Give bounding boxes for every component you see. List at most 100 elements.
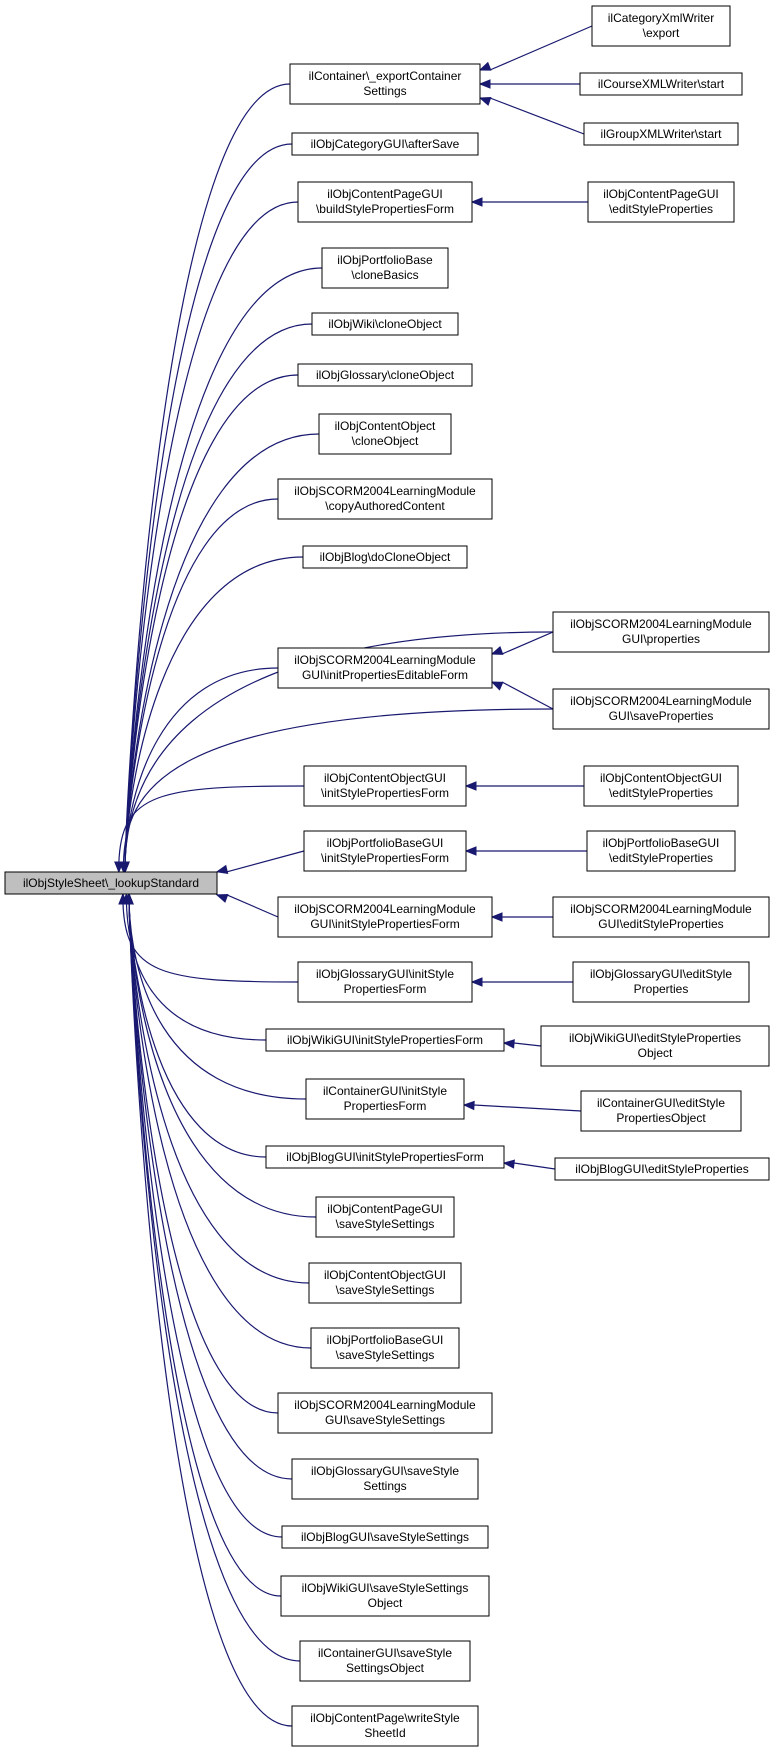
- node-label: \initStylePropertiesForm: [321, 851, 449, 865]
- node-label: \buildStylePropertiesForm: [316, 202, 454, 216]
- node-r5[interactable]: ilObjSCORM2004LearningModule GUI\propert…: [552, 611, 770, 653]
- node-label: ilGroupXMLWriter\start: [601, 127, 723, 141]
- edge-c19-root: [128, 901, 310, 1284]
- node-c8[interactable]: ilObjSCORM2004LearningModule \copyAuthor…: [277, 478, 493, 520]
- node-r11[interactable]: ilObjWikiGUI\editStyleProperties Object: [540, 1025, 770, 1067]
- node-r1[interactable]: ilCategoryXmlWriter \export: [591, 5, 731, 47]
- node-c10[interactable]: ilObjSCORM2004LearningModule GUI\initPro…: [277, 647, 493, 689]
- node-label: ilObjContentObjectGUI: [600, 771, 722, 785]
- edge-c9-root: [124, 556, 304, 865]
- node-label: ilObjSCORM2004LearningModule: [570, 902, 752, 916]
- node-label: \editStyleProperties: [609, 786, 713, 800]
- node-label: ilContainer\_exportContainer: [309, 69, 462, 83]
- node-label: ilObjBlogGUI\editStyleProperties: [575, 1162, 748, 1176]
- node-c15[interactable]: ilObjWikiGUI\initStylePropertiesForm: [265, 1028, 505, 1052]
- node-c26[interactable]: ilObjContentPage\writeStyle SheetId: [291, 1705, 479, 1747]
- node-c14[interactable]: ilObjGlossaryGUI\initStyle PropertiesFor…: [297, 961, 473, 1003]
- node-label: ilContainerGUI\saveStyle: [318, 1646, 452, 1660]
- node-r9[interactable]: ilObjSCORM2004LearningModule GUI\editSty…: [552, 896, 770, 938]
- edge-c10-root: [124, 667, 279, 865]
- node-c21[interactable]: ilObjSCORM2004LearningModule GUI\saveSty…: [277, 1392, 493, 1434]
- node-r2[interactable]: ilCourseXMLWriter\start: [579, 72, 743, 96]
- edge-r3-c1: [489, 97, 585, 135]
- arrowhead: [464, 846, 477, 856]
- node-label: SheetId: [364, 1726, 405, 1740]
- node-label: GUI\properties: [622, 632, 700, 646]
- node-label: ilObjPortfolioBaseGUI: [327, 836, 444, 850]
- node-r4[interactable]: ilObjContentPageGUI \editStyleProperties: [587, 181, 735, 223]
- node-label: ilObjContentObjectGUI: [324, 1268, 446, 1282]
- node-c24[interactable]: ilObjWikiGUI\saveStyleSettings Object: [280, 1575, 490, 1617]
- node-c12[interactable]: ilObjPortfolioBaseGUI \initStyleProperti…: [303, 830, 467, 872]
- node-c11[interactable]: ilObjContentObjectGUI \initStyleProperti…: [303, 765, 467, 807]
- node-label: ilObjContentPageGUI: [327, 1202, 442, 1216]
- node-c4[interactable]: ilObjPortfolioBase \cloneBasics: [321, 247, 449, 289]
- arrowhead: [470, 977, 483, 987]
- node-r6[interactable]: ilObjSCORM2004LearningModule GUI\savePro…: [552, 688, 770, 730]
- node-label: GUI\editStyleProperties: [598, 917, 723, 931]
- node-c7[interactable]: ilObjContentObject \cloneObject: [318, 413, 452, 455]
- node-label: ilObjContentPageGUI: [327, 187, 442, 201]
- node-label: \saveStyleSettings: [336, 1217, 435, 1231]
- node-c2[interactable]: ilObjCategoryGUI\afterSave: [291, 132, 479, 156]
- edge-r1-c1: [489, 25, 593, 71]
- node-label: ilContainerGUI\editStyle: [597, 1096, 725, 1110]
- node-root[interactable]: ilObjStyleSheet\_lookupStandard: [4, 871, 218, 895]
- node-label: ilContainerGUI\initStyle: [323, 1084, 447, 1098]
- node-label: ilObjSCORM2004LearningModule: [570, 694, 752, 708]
- edge-c6-root: [124, 374, 299, 865]
- node-label: \saveStyleSettings: [336, 1283, 435, 1297]
- node-label: ilObjContentObjectGUI: [324, 771, 446, 785]
- node-c16[interactable]: ilContainerGUI\initStyle PropertiesForm: [305, 1078, 465, 1120]
- node-r3[interactable]: ilGroupXMLWriter\start: [583, 122, 739, 146]
- edge-c22-root: [128, 901, 293, 1480]
- node-label: GUI\initPropertiesEditableForm: [302, 668, 468, 682]
- node-label: ilObjSCORM2004LearningModule: [294, 484, 476, 498]
- node-label: \copyAuthoredContent: [325, 499, 445, 513]
- node-label: \cloneBasics: [351, 268, 418, 282]
- edges-layer: [114, 25, 593, 1727]
- node-c5[interactable]: ilObjWiki\cloneObject: [311, 312, 459, 336]
- node-label: ilCourseXMLWriter\start: [598, 77, 725, 91]
- node-label: SettingsObject: [346, 1661, 425, 1675]
- node-label: ilObjSCORM2004LearningModule: [570, 617, 752, 631]
- node-r12[interactable]: ilContainerGUI\editStyle PropertiesObjec…: [580, 1090, 742, 1132]
- node-c23[interactable]: ilObjBlogGUI\saveStyleSettings: [281, 1525, 489, 1549]
- node-c13[interactable]: ilObjSCORM2004LearningModule GUI\initSty…: [277, 896, 493, 938]
- node-label: Object: [368, 1596, 403, 1610]
- arrowhead: [502, 1039, 515, 1049]
- edge-r5-c10: [501, 631, 554, 655]
- arrowhead: [464, 781, 477, 791]
- node-c19[interactable]: ilObjContentObjectGUI \saveStyleSettings: [308, 1262, 462, 1304]
- node-label: \initStylePropertiesForm: [321, 786, 449, 800]
- node-r8[interactable]: ilObjPortfolioBaseGUI \editStyleProperti…: [586, 830, 736, 872]
- arrowhead: [478, 79, 491, 89]
- node-c1[interactable]: ilContainer\_exportContainer Settings: [289, 63, 481, 105]
- node-c25[interactable]: ilContainerGUI\saveStyle SettingsObject: [299, 1640, 471, 1682]
- edge-c1-root: [124, 83, 291, 865]
- node-label: ilObjContentPage\writeStyle: [310, 1711, 460, 1725]
- node-c9[interactable]: ilObjBlog\doCloneObject: [302, 545, 468, 569]
- edge-c13-root: [226, 894, 279, 918]
- node-c3[interactable]: ilObjContentPageGUI \buildStylePropertie…: [297, 181, 473, 223]
- node-label: ilObjCategoryGUI\afterSave: [311, 137, 460, 151]
- node-c6[interactable]: ilObjGlossary\cloneObject: [297, 363, 473, 387]
- node-label: GUI\initStylePropertiesForm: [310, 917, 459, 931]
- arrowhead: [124, 892, 134, 905]
- node-label: ilObjWikiGUI\saveStyleSettings: [302, 1581, 469, 1595]
- node-c17[interactable]: ilObjBlogGUI\initStylePropertiesForm: [265, 1145, 505, 1169]
- arrowhead: [118, 861, 129, 874]
- node-label: ilObjBlog\doCloneObject: [320, 550, 451, 564]
- node-label: ilObjPortfolioBaseGUI: [327, 1333, 444, 1347]
- node-c22[interactable]: ilObjGlossaryGUI\saveStyle Settings: [291, 1458, 479, 1500]
- node-c20[interactable]: ilObjPortfolioBaseGUI \saveStyleSettings: [310, 1327, 460, 1369]
- node-c18[interactable]: ilObjContentPageGUI \saveStyleSettings: [315, 1196, 455, 1238]
- node-r7[interactable]: ilObjContentObjectGUI \editStyleProperti…: [583, 765, 739, 807]
- node-r13[interactable]: ilObjBlogGUI\editStyleProperties: [554, 1157, 770, 1181]
- edge-c12-root: [226, 850, 305, 873]
- node-label: \editStyleProperties: [609, 851, 713, 865]
- node-r10[interactable]: ilObjGlossaryGUI\editStyle Properties: [572, 961, 750, 1003]
- arrowhead: [490, 645, 504, 655]
- node-label: ilObjWikiGUI\editStyleProperties: [569, 1031, 741, 1045]
- arrowhead: [215, 894, 229, 903]
